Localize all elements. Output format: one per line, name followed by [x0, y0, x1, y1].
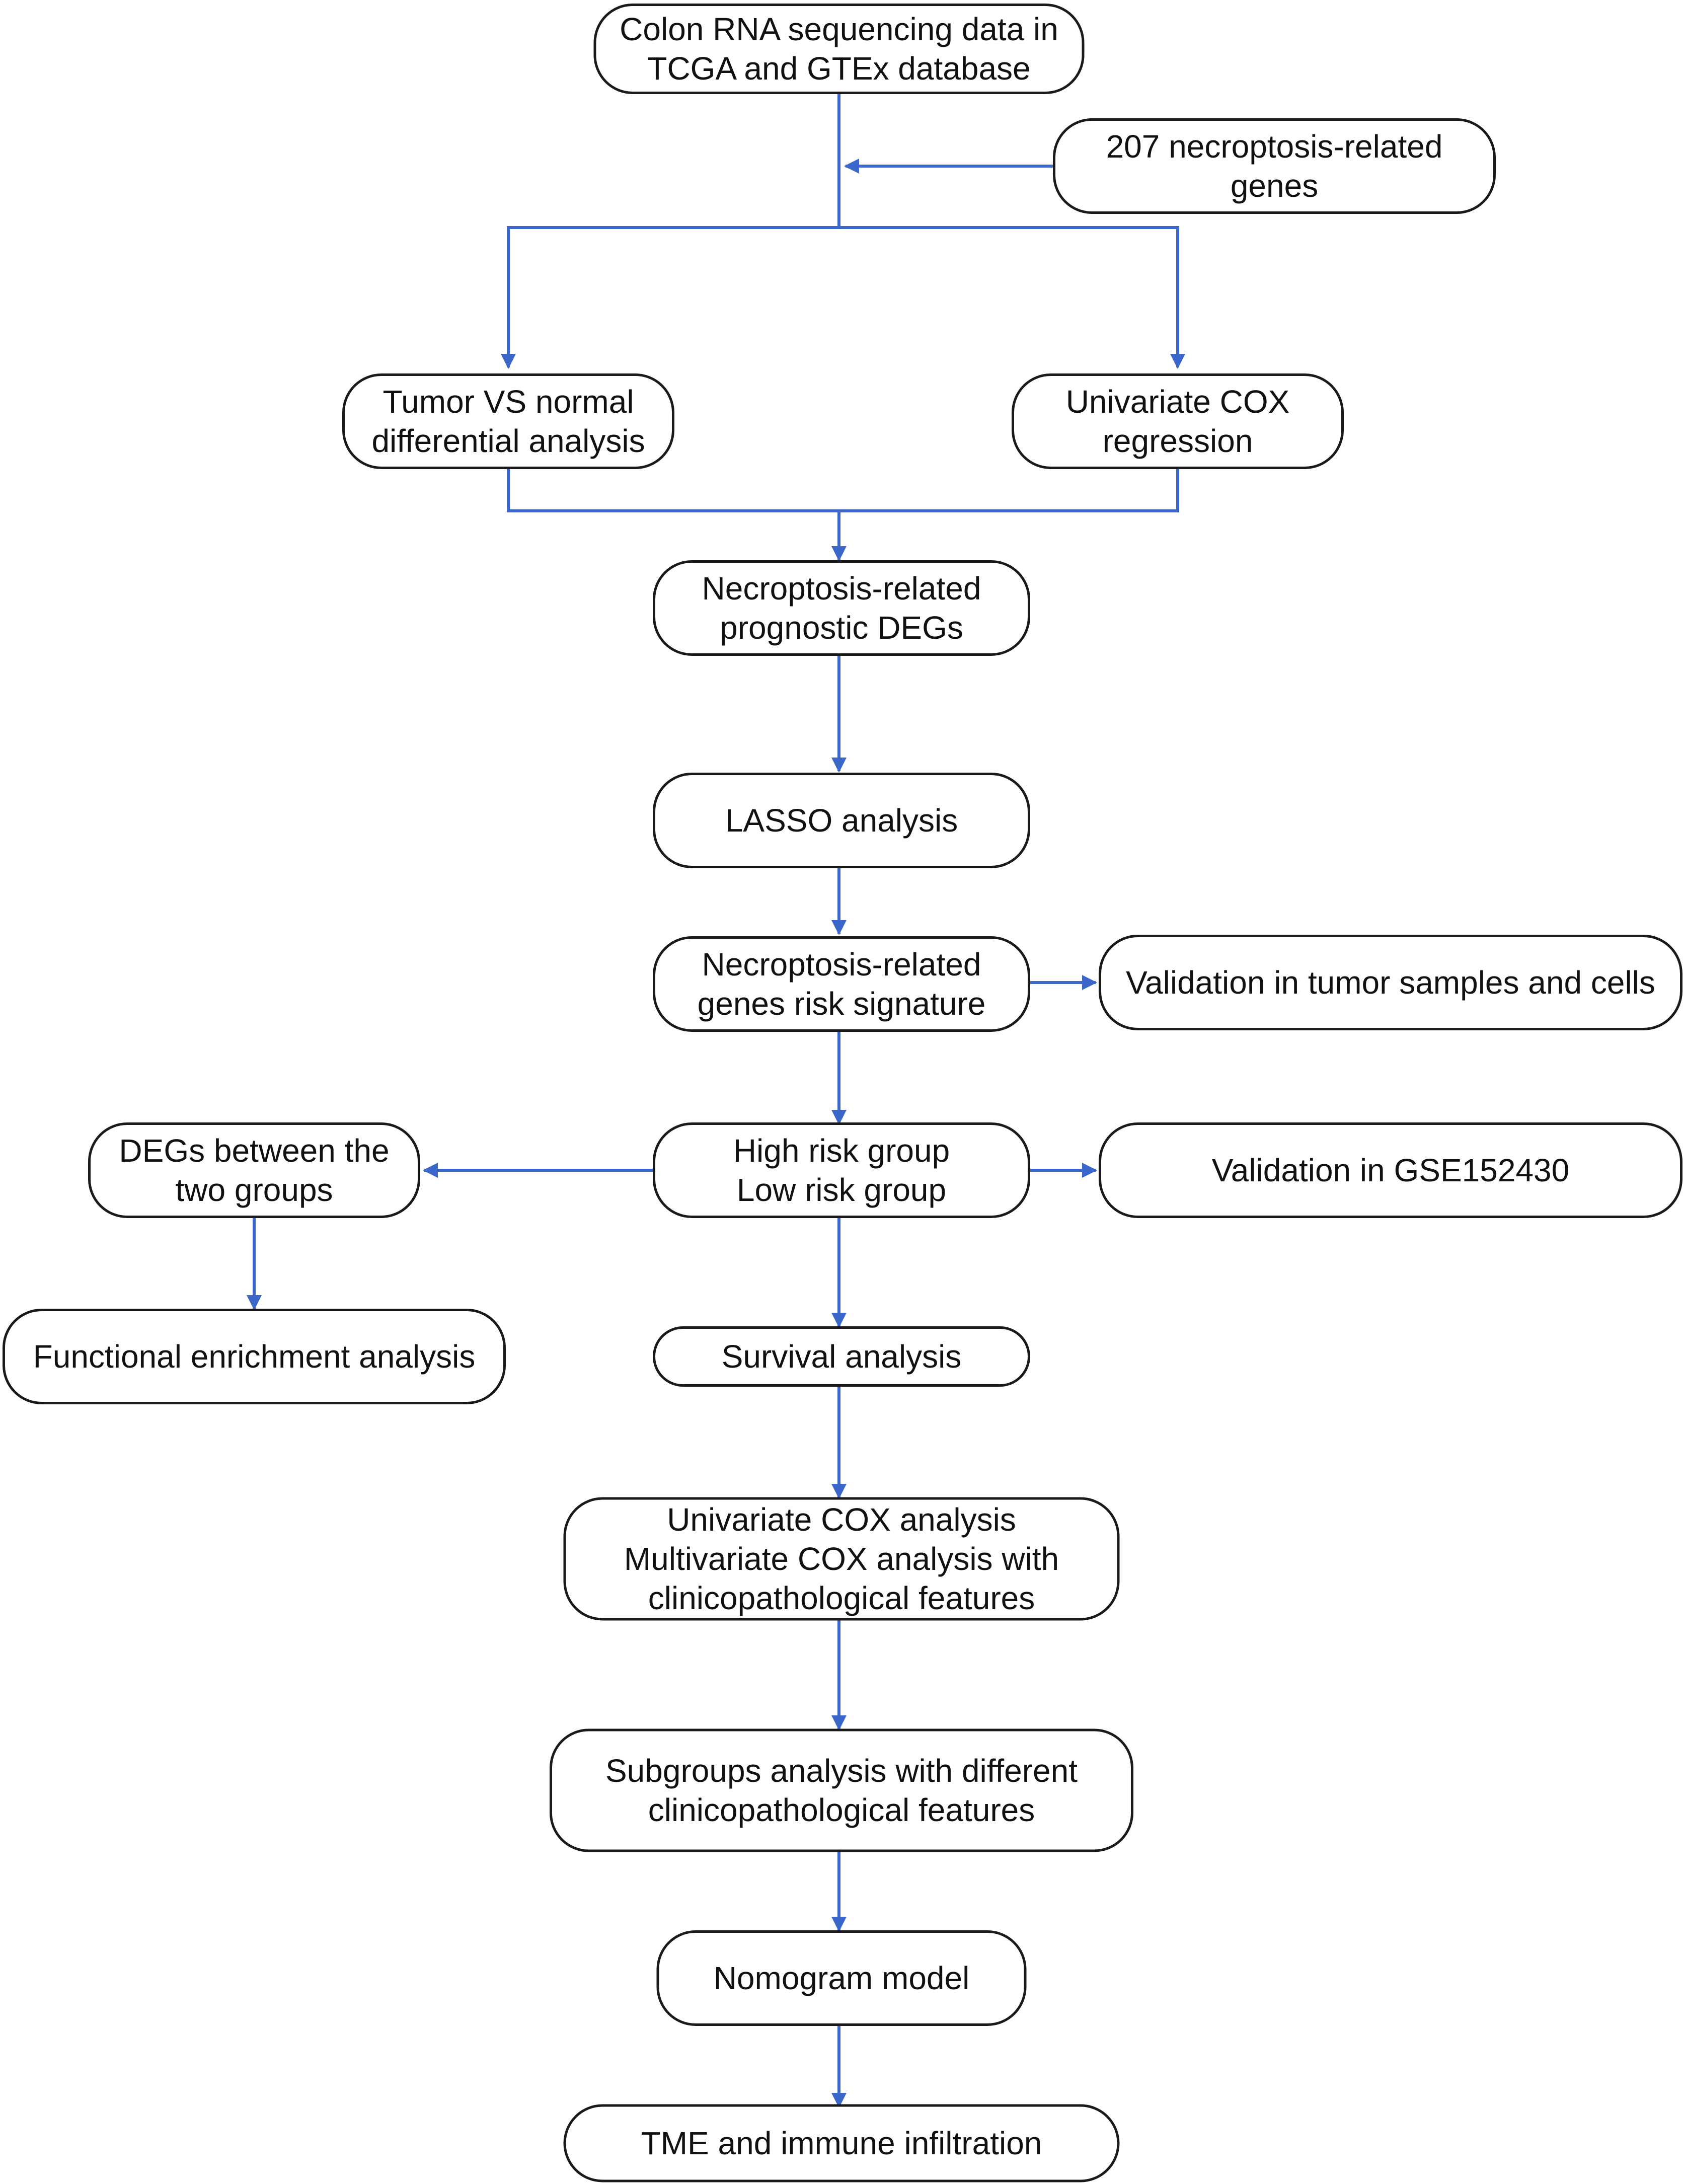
connector-colon-split: [501, 93, 840, 369]
connector-merge-right: [839, 468, 1179, 512]
node-box: [1099, 1122, 1682, 1218]
connectors: [247, 93, 1185, 2108]
node-box: [653, 560, 1030, 656]
node-label-line: differential analysis: [371, 423, 645, 459]
node-label-line: regression: [1103, 423, 1253, 459]
node-box: [656, 1930, 1027, 2026]
node-label-line: prognostic DEGs: [720, 610, 963, 646]
node-box: [563, 2104, 1120, 2182]
node-label-line: Necroptosis-related: [702, 570, 981, 607]
node-lasso-analysis: LASSO analysis: [653, 773, 1030, 868]
node-subgroups-analysis: Subgroups analysis with differentclinico…: [550, 1728, 1133, 1852]
node-label-line: Univariate COX: [1066, 384, 1290, 420]
node-box: [3, 1309, 506, 1404]
node-functional-enrichment: Functional enrichment analysis: [3, 1309, 506, 1404]
node-label-line: clinicopathological features: [648, 1580, 1035, 1616]
node-label-line: Validation in GSE152430: [1212, 1152, 1569, 1188]
node-label-line: 207 necroptosis-related: [1106, 128, 1443, 165]
node-label-line: Nomogram model: [714, 1960, 970, 1996]
node-box: [1053, 118, 1496, 214]
node-box: [653, 1122, 1030, 1218]
node-box: [653, 773, 1030, 868]
connector-split-right: [839, 226, 1185, 369]
node-label-line: Colon RNA sequencing data in: [620, 11, 1058, 47]
node-label-line: TCGA and GTEx database: [647, 50, 1030, 87]
node-label-line: clinicopathological features: [648, 1792, 1035, 1828]
node-label-line: genes risk signature: [698, 986, 986, 1022]
node-nomogram-model: Nomogram model: [656, 1930, 1027, 2026]
node-validation-gse: Validation in GSE152430: [1099, 1122, 1682, 1218]
connector-merge-left: [507, 468, 847, 561]
node-label-line: Subgroups analysis with different: [605, 1753, 1078, 1789]
node-label-line: Survival analysis: [722, 1338, 962, 1375]
node-label-line: Multivariate COX analysis with: [624, 1541, 1059, 1577]
node-box: [653, 936, 1030, 1032]
node-box: [653, 1326, 1030, 1387]
node-box: [563, 1497, 1120, 1621]
node-box: [550, 1728, 1133, 1852]
node-label-line: TME and immune infiltration: [641, 2125, 1042, 2161]
node-label-line: genes: [1231, 168, 1318, 204]
node-label-line: Tumor VS normal: [382, 384, 634, 420]
node-box: [342, 373, 674, 469]
node-survival-analysis: Survival analysis: [653, 1326, 1030, 1387]
node-box: [88, 1122, 420, 1218]
node-label-line: Necroptosis-related: [702, 946, 981, 983]
node-box: [1099, 935, 1682, 1030]
node-label-line: Validation in tumor samples and cells: [1126, 964, 1655, 1001]
node-label-line: High risk group: [733, 1133, 950, 1169]
node-label-line: Univariate COX analysis: [667, 1501, 1016, 1538]
node-label-line: two groups: [175, 1172, 333, 1208]
node-label-line: Functional enrichment analysis: [33, 1338, 476, 1375]
node-label-line: Low risk group: [737, 1172, 946, 1208]
node-box: [593, 4, 1085, 94]
node-label-line: DEGs between the: [119, 1133, 389, 1169]
node-box: [1012, 373, 1344, 469]
node-validation-tumor: Validation in tumor samples and cells: [1099, 935, 1682, 1030]
node-tme-immune: TME and immune infiltration: [563, 2104, 1120, 2182]
node-label-line: LASSO analysis: [725, 802, 958, 839]
